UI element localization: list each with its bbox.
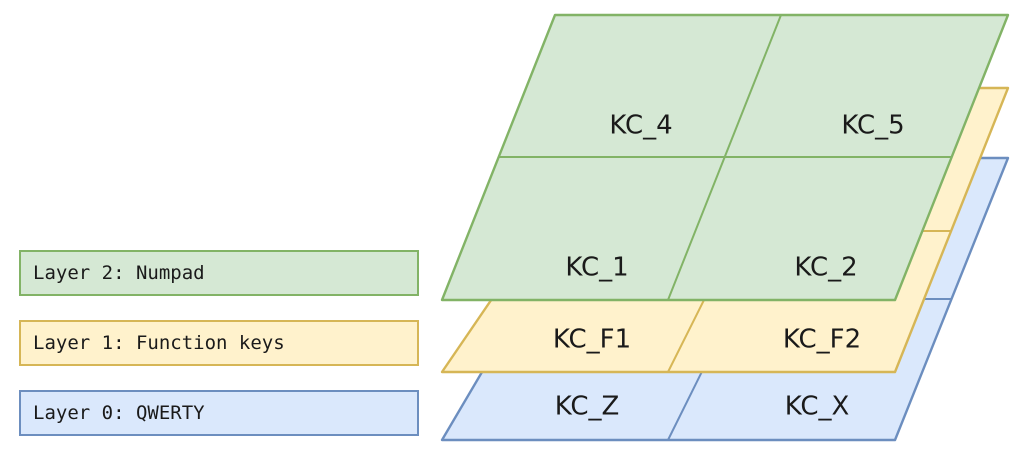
key-layer2-top-right[interactable]: KC_5 — [841, 111, 904, 141]
key-layer2-bottom-left[interactable]: KC_1 — [565, 253, 628, 283]
legend-label-layer-0: Layer 0: QWERTY — [33, 402, 205, 424]
layer-2-outline — [440, 13, 1010, 302]
key-layer0-bottom-left[interactable]: KC_Z — [555, 392, 620, 422]
layer-plane-2[interactable]: KC_4 KC_5 KC_1 KC_2 — [440, 13, 1010, 302]
key-layer1-bottom-right[interactable]: KC_F2 — [783, 325, 861, 355]
layer-2-divider-vertical — [667, 14, 782, 301]
key-layer2-top-left[interactable]: KC_4 — [609, 111, 672, 141]
key-layer1-bottom-left[interactable]: KC_F1 — [553, 325, 631, 355]
layer-legend: Layer 2: Numpad Layer 1: Function keys L… — [19, 250, 419, 436]
key-layer0-bottom-right[interactable]: KC_X — [785, 392, 850, 422]
legend-item-layer-1[interactable]: Layer 1: Function keys — [19, 320, 419, 366]
legend-label-layer-1: Layer 1: Function keys — [33, 332, 285, 354]
key-layer2-bottom-right[interactable]: KC_2 — [794, 253, 857, 283]
legend-label-layer-2: Layer 2: Numpad — [33, 262, 205, 284]
legend-item-layer-2[interactable]: Layer 2: Numpad — [19, 250, 419, 296]
legend-item-layer-0[interactable]: Layer 0: QWERTY — [19, 390, 419, 436]
